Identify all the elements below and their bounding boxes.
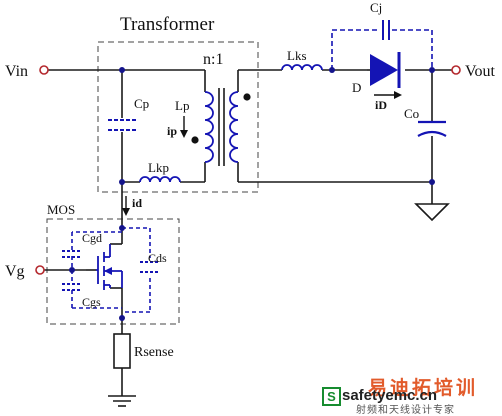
co-capacitor	[417, 120, 447, 137]
ip-label: ip	[167, 124, 177, 138]
node-vout	[429, 67, 435, 73]
rsense-resistor	[113, 333, 131, 369]
cgd-capacitor	[62, 250, 82, 258]
cgd-label: Cgd	[82, 231, 102, 245]
diode-d	[367, 52, 401, 88]
cds-label: Cds	[148, 251, 167, 265]
transformer-core	[218, 88, 225, 166]
cgs-capacitor	[62, 283, 82, 291]
cp-capacitor	[108, 119, 136, 131]
mosfet-body-arrow	[104, 267, 112, 275]
cj-label: Cj	[370, 0, 382, 15]
rsense-label: Rsense	[134, 345, 174, 360]
lkp-label: Lkp	[148, 160, 169, 175]
mos-box	[46, 218, 180, 325]
watermark-subtitle: 射频和天线设计专家	[356, 405, 455, 416]
ip-arrow	[180, 116, 188, 138]
watermark-title: 易迪拓培训	[368, 377, 479, 399]
lks-inductor	[281, 64, 323, 71]
watermark-site: safetyemc.cn	[342, 387, 438, 404]
cds-capacitor	[140, 261, 160, 273]
vg-terminal	[35, 265, 45, 275]
watermark-logo: S	[322, 387, 341, 406]
vout-label: Vout	[465, 63, 495, 80]
wiring	[44, 69, 452, 396]
transformer-label: Transformer	[120, 14, 215, 35]
lp-primary-winding	[204, 91, 214, 163]
node-cp-bottom	[119, 179, 125, 185]
node-drain	[119, 225, 125, 231]
node-return	[429, 179, 435, 185]
mosfet	[97, 244, 123, 290]
id-diode-arrow	[374, 91, 402, 99]
lp-label: Lp	[175, 98, 189, 113]
ratio-label: n:1	[203, 51, 223, 68]
cj-capacitor	[382, 20, 390, 40]
lkp-inductor	[139, 176, 181, 183]
ground-bottom	[108, 395, 136, 407]
node-cp-top	[119, 67, 125, 73]
ground-output	[414, 203, 450, 222]
id-label: id	[132, 196, 142, 210]
cp-label: Cp	[134, 96, 149, 111]
secondary-dot	[243, 93, 251, 101]
diode-label: D	[352, 80, 361, 95]
secondary-winding	[229, 91, 239, 163]
primary-dot	[191, 136, 199, 144]
transformer-box	[97, 41, 259, 193]
node-cj-left	[329, 67, 335, 73]
vin-terminal	[39, 65, 49, 75]
component-traces	[71, 29, 433, 313]
node-source	[119, 315, 125, 321]
id-diode-label: iD	[375, 98, 387, 112]
vin-label: Vin	[5, 63, 28, 80]
id-arrow	[122, 196, 130, 216]
junction-nodes	[69, 67, 435, 321]
node-gate	[69, 267, 75, 273]
mos-label: MOS	[47, 202, 75, 217]
co-label: Co	[404, 106, 419, 121]
cgs-label: Cgs	[82, 295, 101, 309]
vg-label: Vg	[5, 263, 25, 280]
watermark: S 易迪拓培训 safetyemc.cn 射频和天线设计专家	[322, 373, 500, 416]
vout-terminal	[451, 65, 461, 75]
lks-label: Lks	[287, 48, 307, 63]
